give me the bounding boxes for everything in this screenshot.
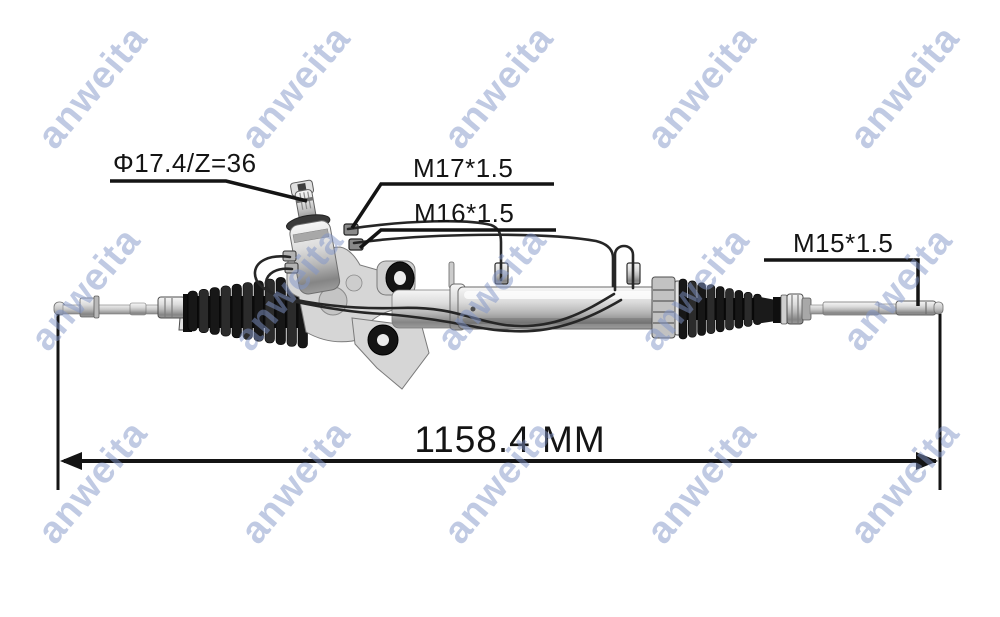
watermark-text: anweita [233, 413, 359, 552]
hydraulic-pipes [253, 219, 635, 333]
watermark-text: anweita [436, 18, 562, 157]
dimension-arrow-left [60, 452, 82, 470]
watermark-text: anweita [842, 413, 968, 552]
watermark-text: anweita [30, 413, 156, 552]
callout-m16-label: M16*1.5 [414, 198, 514, 228]
valve-body [285, 179, 341, 295]
dimension-arrow-right [916, 452, 938, 470]
dimension-label: 1158.4 MM [414, 419, 605, 460]
watermark-text: anweita [233, 18, 359, 157]
callout-m16: M16*1.5 [358, 198, 556, 250]
right-tie-rod [786, 293, 944, 325]
callout-m17-leader [350, 182, 554, 229]
watermark-text: anweita [842, 18, 968, 157]
callout-m15-label: M15*1.5 [793, 228, 893, 258]
callout-m17: M17*1.5 [350, 153, 554, 229]
left-tie-rod [53, 295, 189, 331]
callout-m15: M15*1.5 [764, 228, 920, 306]
watermark-text: anweita [639, 18, 765, 157]
valve-housing [282, 179, 395, 343]
watermark-layer: anweita anweita anweita anweita anweita … [23, 18, 968, 552]
callout-m16-leader [358, 228, 556, 250]
callout-m15-leader [764, 258, 920, 306]
callout-spline: Φ17.4/Z=36 [110, 148, 308, 203]
length-dimension: 1158.4 MM [56, 314, 942, 490]
watermark-text: anweita [30, 18, 156, 157]
watermark-text: anweita [639, 413, 765, 552]
steering-rack-part [53, 179, 944, 390]
right-boot [678, 278, 788, 340]
mount-bushings [351, 260, 430, 390]
callout-spline-label: Φ17.4/Z=36 [113, 148, 257, 178]
callout-spline-leader [110, 179, 308, 203]
watermark-text: anweita [23, 220, 149, 359]
left-boot [183, 265, 315, 349]
callout-m17-label: M17*1.5 [413, 153, 513, 183]
